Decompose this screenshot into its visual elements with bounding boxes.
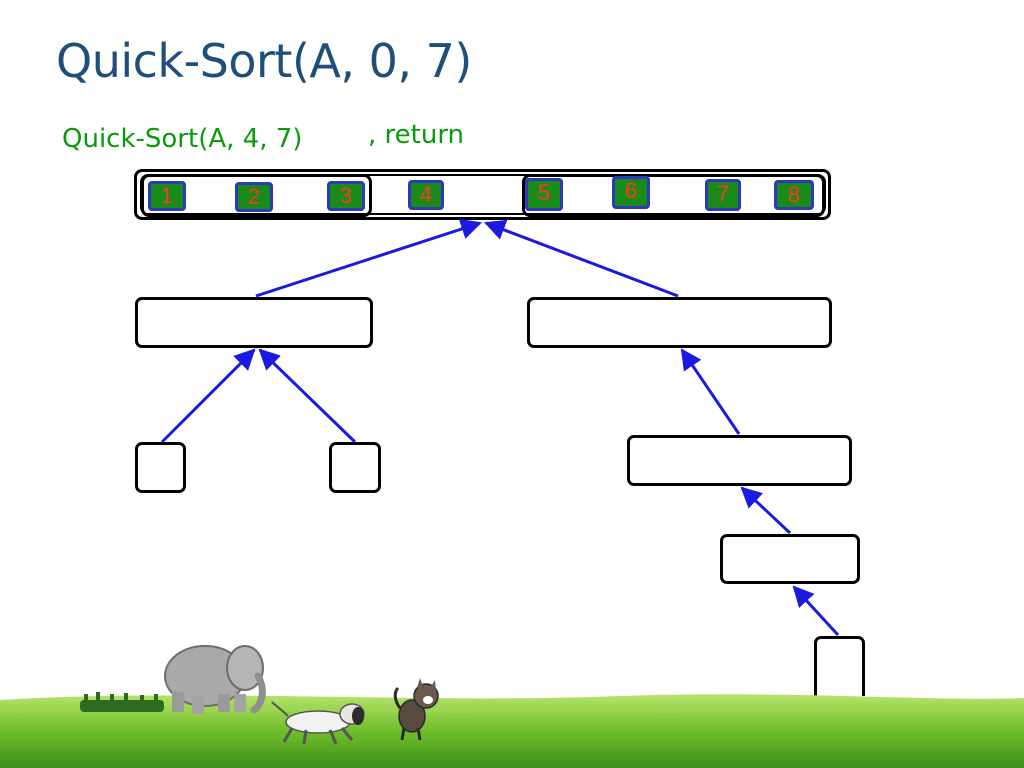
array-cell: 1 [148, 181, 186, 211]
array-cell: 2 [235, 182, 273, 212]
tree-node-leaf [814, 636, 865, 696]
arrow [258, 348, 357, 444]
arrow [160, 348, 256, 444]
array-cell: 7 [705, 179, 741, 211]
arrow [680, 348, 741, 435]
array-cell: 8 [774, 180, 814, 210]
cat-icon [393, 678, 439, 741]
arrow [255, 218, 482, 298]
array-cell: 3 [327, 181, 365, 211]
tree-node-leaf [135, 442, 186, 493]
call-label: Quick-Sort(A, 4, 7) [62, 124, 303, 154]
array-cell: 6 [612, 176, 650, 209]
tree-node [720, 534, 860, 584]
status-label: , return [368, 120, 465, 150]
slide-title: Quick-Sort(A, 0, 7) [56, 34, 472, 88]
array-cell: 5 [525, 178, 563, 211]
arrow [740, 486, 792, 535]
tree-node [627, 435, 852, 486]
array-outer-box [134, 169, 831, 220]
elephant-icon [164, 645, 266, 714]
right-partition-box [522, 174, 825, 217]
tree-node-leaf [329, 442, 381, 493]
left-partition-box [141, 174, 372, 217]
arrow [792, 585, 840, 637]
tree-node-left [135, 297, 373, 348]
tree-node-right [527, 297, 832, 348]
arrow [484, 219, 679, 298]
array-cell: 4 [408, 180, 444, 210]
dog-icon [271, 701, 365, 745]
